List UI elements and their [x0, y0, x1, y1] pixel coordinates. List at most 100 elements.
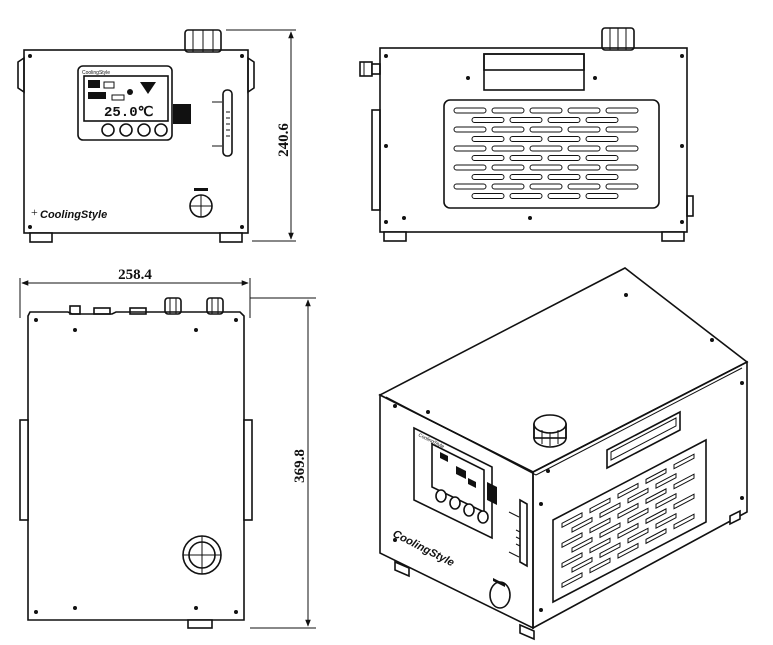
- right-handle: [247, 56, 255, 94]
- right-handle-top: [243, 419, 253, 521]
- side-fitting: [371, 63, 381, 75]
- iso-vent-slot: [589, 497, 611, 514]
- iso-vent-slots: [561, 453, 695, 589]
- iso-foot: [519, 623, 535, 641]
- screw: [28, 54, 32, 58]
- iso-vent-slot: [627, 527, 649, 544]
- screw: [194, 606, 198, 610]
- vent-slot: [605, 126, 639, 133]
- iso-vent-slot: [561, 531, 583, 549]
- vent-slot: [491, 183, 525, 190]
- vent-slot: [529, 126, 563, 133]
- vent-slot: [585, 136, 619, 142]
- vent-slot: [605, 145, 639, 152]
- iso-vent-slot: [673, 453, 695, 470]
- control-panel: CoolingStyle 25.0℃: [77, 65, 191, 141]
- vent-slot: [605, 107, 639, 114]
- vent-slot: [453, 164, 487, 171]
- crosshair-mark: +: [31, 205, 38, 219]
- vent-slot: [567, 183, 601, 190]
- iso-vent-grille: [552, 438, 707, 604]
- fill-cap-front: [184, 29, 222, 53]
- left-handle: [17, 56, 25, 94]
- top-panel: [27, 311, 245, 621]
- side-handle: [483, 53, 585, 91]
- iso-panel-button[interactable]: [435, 489, 447, 503]
- iso-vent-slot: [617, 522, 639, 539]
- panel-button[interactable]: [101, 123, 115, 137]
- vent-slot: [471, 136, 505, 142]
- rear-tab: [187, 619, 213, 629]
- vent-slot: [471, 174, 505, 180]
- screw: [384, 54, 388, 58]
- vent-slot: [585, 155, 619, 161]
- iso-vent-slot: [599, 502, 621, 519]
- vent-slot: [547, 155, 581, 161]
- screw: [384, 220, 388, 224]
- iso-vent-slot: [561, 511, 583, 529]
- iso-panel-button[interactable]: [477, 510, 489, 524]
- fill-cap-side: [601, 27, 635, 51]
- screw: [234, 610, 238, 614]
- drain-port-front: [189, 188, 213, 218]
- vent-slot: [547, 174, 581, 180]
- vent-slot: [585, 117, 619, 123]
- vent-slots: [453, 107, 639, 199]
- foot: [383, 231, 407, 242]
- vent-slot: [547, 136, 581, 142]
- vent-slot: [529, 164, 563, 171]
- vent-slot: [567, 107, 601, 114]
- panel-button[interactable]: [119, 123, 133, 137]
- screw: [28, 225, 32, 229]
- screw: [680, 54, 684, 58]
- vent-slot: [453, 107, 487, 114]
- iso-handle: [606, 410, 681, 470]
- front-panel: [23, 49, 249, 234]
- iso-panel-button[interactable]: [449, 496, 461, 510]
- vent-slot: [547, 117, 581, 123]
- fill-cap-iso: [533, 414, 567, 448]
- screw: [539, 608, 543, 612]
- iso-vent-slot: [571, 536, 593, 553]
- level-gauge-front: [212, 89, 233, 157]
- vent-slot: [567, 164, 601, 171]
- iso-vent-slot: [627, 507, 649, 524]
- screw: [680, 144, 684, 148]
- iso-vent-slot: [571, 556, 593, 573]
- iso-side-face: [532, 360, 748, 630]
- screw: [393, 538, 397, 542]
- panel-button[interactable]: [154, 123, 168, 137]
- screw: [593, 76, 597, 80]
- depth-dimension: [250, 297, 316, 629]
- iso-vent-slot: [645, 528, 667, 545]
- side-panel: [379, 47, 688, 233]
- iso-vent-slot: [645, 488, 667, 505]
- vent-slot: [567, 126, 601, 133]
- iso-vent-slot: [673, 493, 695, 510]
- front-view: CoolingStyle 25.0℃: [17, 29, 296, 243]
- vent-slot: [509, 155, 543, 161]
- vent-slot: [509, 117, 543, 123]
- vent-slot: [453, 126, 487, 133]
- iso-vent-slot: [645, 468, 667, 485]
- panel-button[interactable]: [137, 123, 151, 137]
- vent-slot: [509, 174, 543, 180]
- foot: [29, 232, 53, 243]
- screw: [34, 610, 38, 614]
- vent-slot: [491, 164, 525, 171]
- iso-vent-slot: [589, 537, 611, 554]
- screw: [710, 338, 714, 342]
- iso-vent-slot: [599, 522, 621, 539]
- front-logo: CoolingStyle: [40, 209, 107, 221]
- iso-vent-slot: [673, 513, 695, 530]
- vent-slot: [605, 164, 639, 171]
- iso-panel-button[interactable]: [463, 503, 475, 517]
- vent-slot: [471, 117, 505, 123]
- iso-level-gauge: [508, 498, 528, 568]
- lcd-reading: 25.0℃: [104, 105, 154, 121]
- screw: [384, 144, 388, 148]
- screw: [194, 328, 198, 332]
- screw: [740, 381, 744, 385]
- vent-slot: [547, 193, 581, 199]
